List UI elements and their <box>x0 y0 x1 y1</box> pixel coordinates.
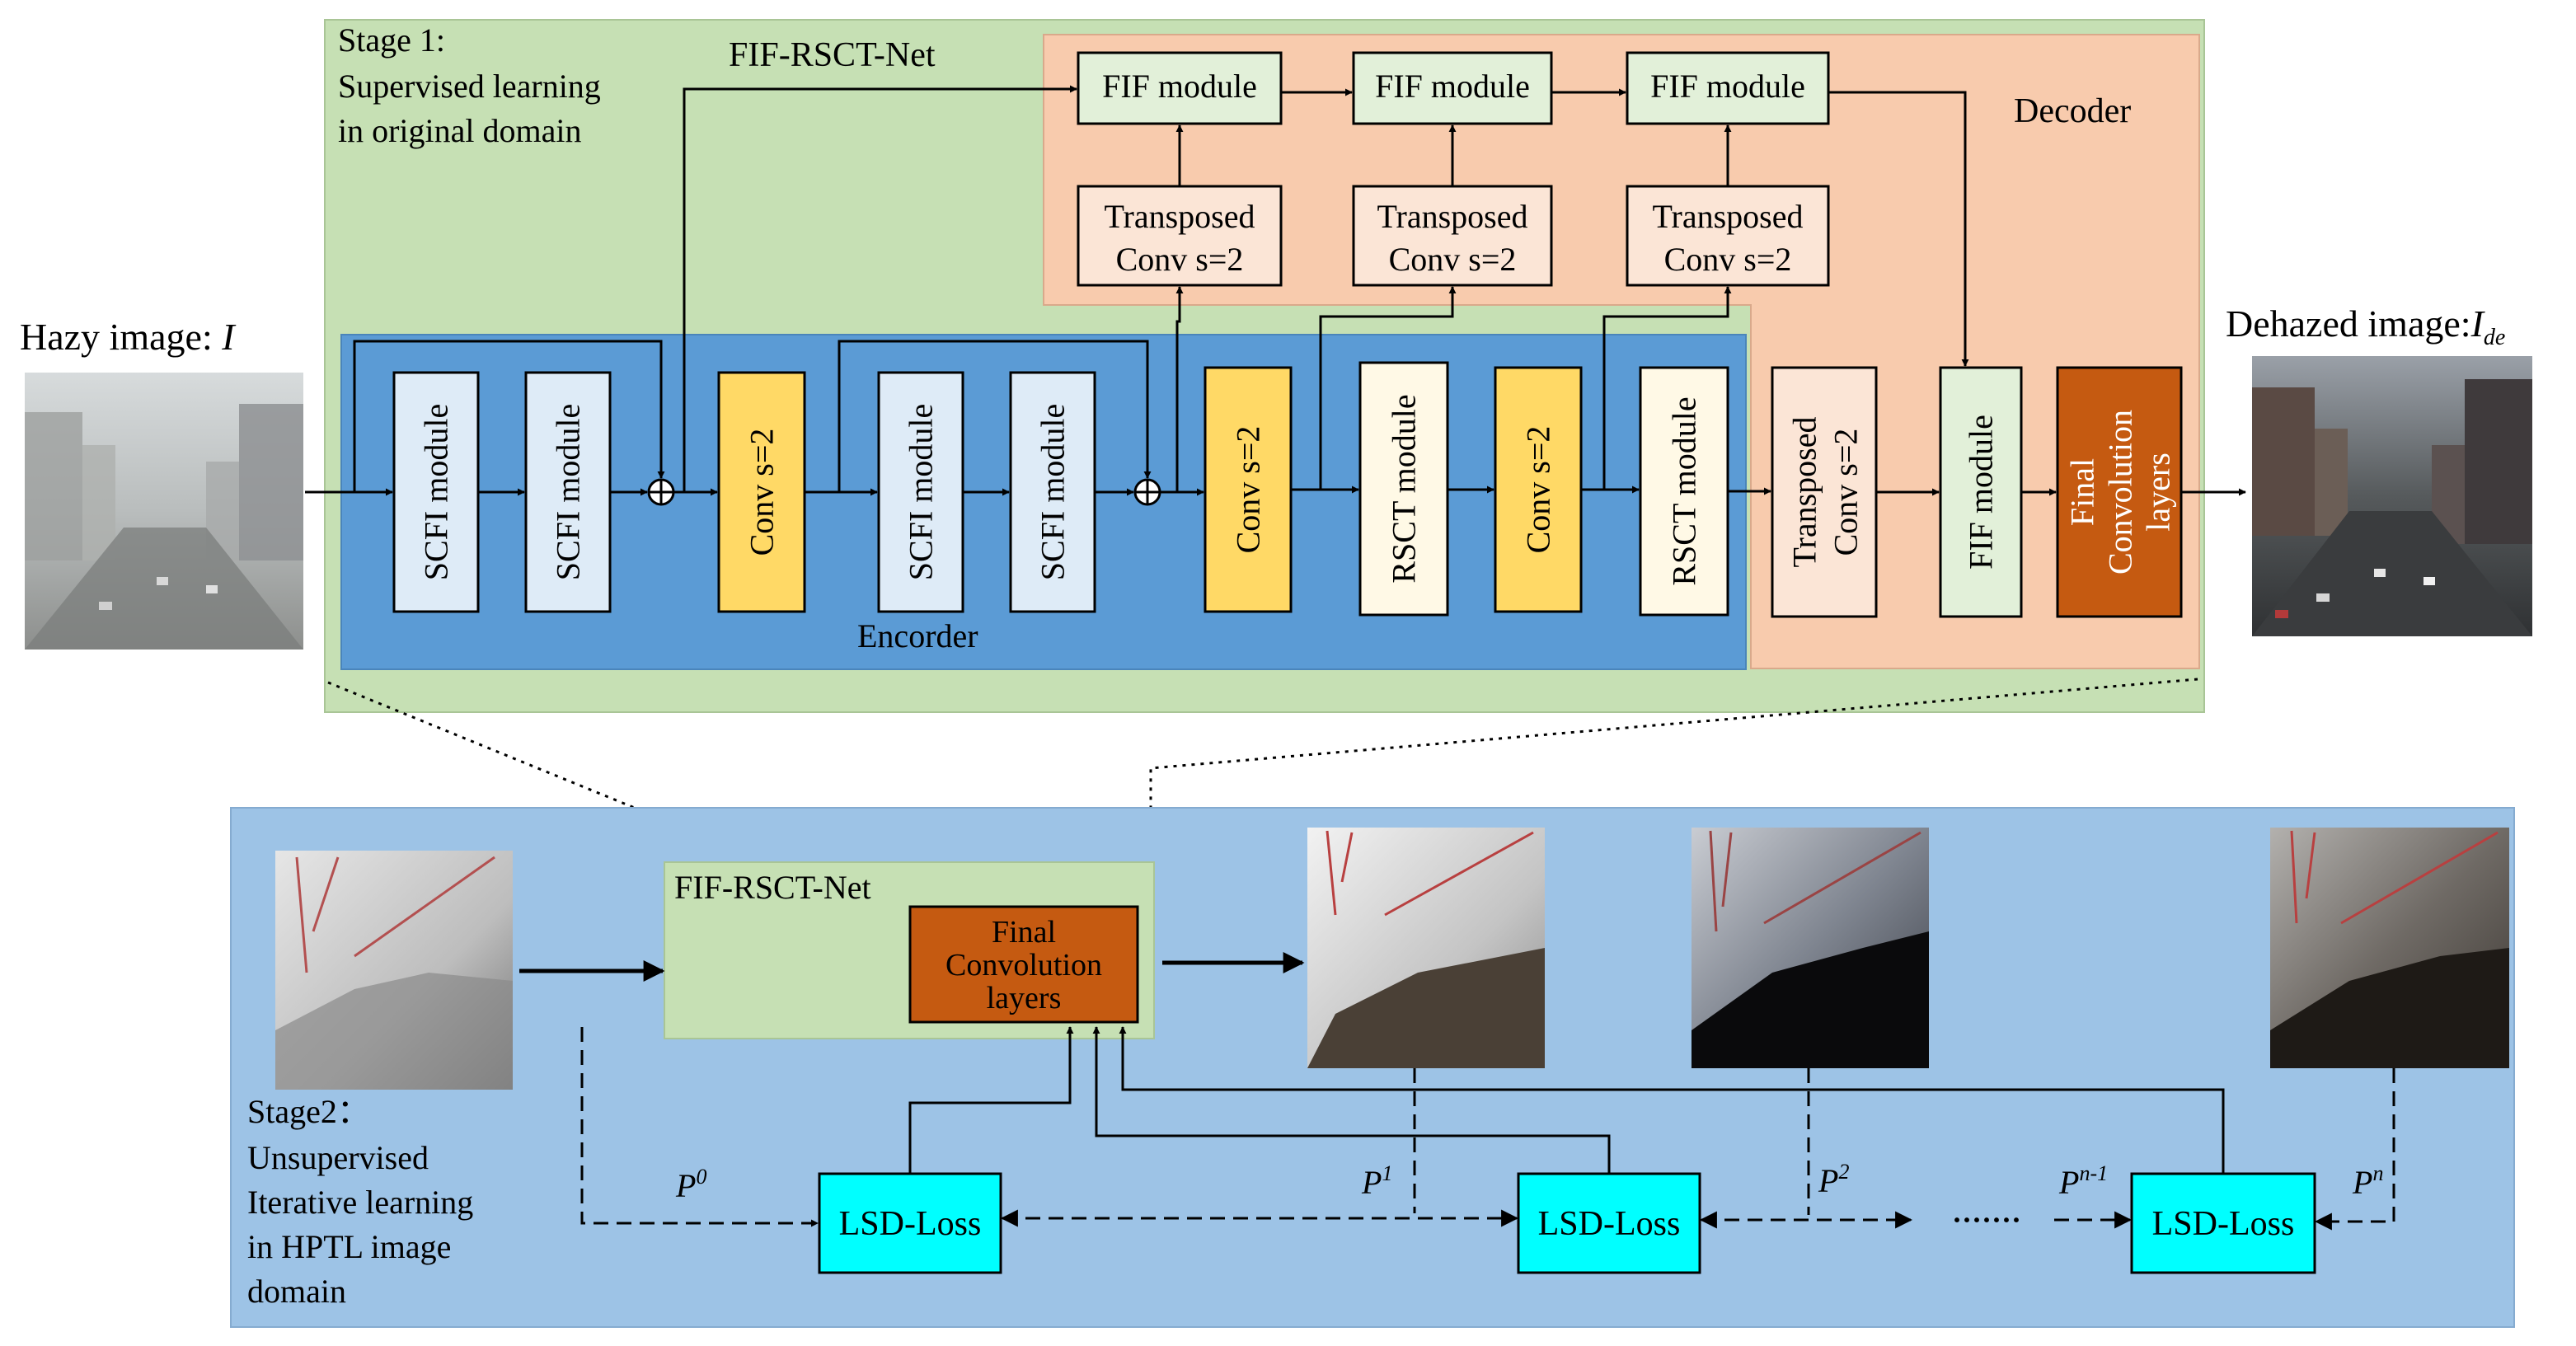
fif-module-1-label: FIF module <box>1102 68 1257 105</box>
transposed-conv-3-line2: Conv s=2 <box>1664 241 1792 278</box>
conv-block-1-label: Conv s=2 <box>744 429 781 556</box>
fif-module-2 <box>1352 51 1553 125</box>
ellipsis-dots: ······· <box>1952 1203 2021 1236</box>
transposed-conv-2-line2: Conv s=2 <box>1389 241 1517 278</box>
rsct-module-1-label: RSCT module <box>1386 394 1423 583</box>
conv-block-3 <box>1494 366 1583 613</box>
pn-1-label: Pn-1 <box>2058 1161 2108 1201</box>
stage2-final-line1: Final <box>992 915 1056 950</box>
transposed-conv-1-line1: Transposed <box>1105 198 1255 235</box>
feedback-lsd2 <box>1092 1026 1611 1174</box>
scfi-module-4-label: SCFI module <box>1035 404 1072 580</box>
fif-module-2-label: FIF module <box>1375 68 1530 105</box>
zoom-line-left <box>327 681 664 857</box>
decoder-connections <box>1175 88 1969 367</box>
encoder-label: Encorder <box>857 617 978 654</box>
stage1-title-line1: Stage 1: <box>338 21 445 59</box>
fif-module-3-label: FIF module <box>1650 68 1805 105</box>
skip-conv3-to-tconv3 <box>1602 286 1732 490</box>
transposed-conv-3 <box>1626 185 1830 287</box>
p0-label: P0 <box>675 1165 706 1204</box>
stage2-dashed-connections <box>580 1027 2395 1231</box>
decoder-background <box>1043 34 2200 669</box>
transposed-conv-final <box>1771 366 1878 618</box>
stage1-title-line2: Supervised learning <box>338 68 601 105</box>
scfi-module-2-label: SCFI module <box>550 404 587 580</box>
hazy-image-label: Hazy image: I <box>20 316 237 358</box>
scfi-module-2 <box>524 371 612 613</box>
conv-block-2-label: Conv s=2 <box>1230 426 1267 554</box>
fif-module-3 <box>1626 51 1830 125</box>
pn-label: Pn <box>2352 1161 2383 1201</box>
iteration-image-2 <box>1692 828 1929 1068</box>
stage2-title-line5: domain <box>247 1273 346 1310</box>
final-convolution-line2: Convolution <box>2102 410 2139 575</box>
skip-connection-2 <box>838 340 1152 492</box>
scfi-module-3-label: SCFI module <box>903 404 940 580</box>
rsct-module-2 <box>1639 366 1729 617</box>
skip-conv2-to-tconv2 <box>1319 286 1457 490</box>
feedback-lsdn <box>1119 1026 2225 1174</box>
transposed-conv-final-line2: Conv s=2 <box>1828 429 1865 556</box>
stage2-final-line3: layers <box>987 981 1062 1015</box>
arrow-fif3-fif4 <box>1828 91 1969 367</box>
scfi-module-1 <box>392 371 480 613</box>
dehazed-image-label: Dehazed image:Ide <box>2226 302 2505 350</box>
transposed-conv-1-line2: Conv s=2 <box>1116 241 1244 278</box>
skip-connection-1 <box>353 340 665 492</box>
conv-block-3-label: Conv s=2 <box>1520 426 1557 554</box>
final-convolution-line3: layers <box>2140 453 2177 532</box>
fif-module-4-label: FIF module <box>1963 415 2000 570</box>
stage2-title-line2: Unsupervised <box>247 1139 429 1176</box>
stage2-title-line4: in HPTL image <box>247 1228 451 1265</box>
stage2-network-name: FIF-RSCT-Net <box>674 869 871 906</box>
stage2-final-convolution <box>908 905 1139 1024</box>
stage1-title-line3: in original domain <box>338 112 582 149</box>
dehazed-output-image <box>2252 356 2532 636</box>
final-convolution-layers <box>2056 366 2183 618</box>
conv-block-2 <box>1204 366 1293 613</box>
scfi-module-1-label: SCFI module <box>418 404 455 580</box>
feedback-lsd1 <box>908 1026 1074 1174</box>
transposed-conv-3-line1: Transposed <box>1653 198 1804 235</box>
encoder-connections <box>305 85 2246 496</box>
sum-node-1 <box>647 478 675 506</box>
sum-node-2 <box>1133 478 1161 506</box>
rsct-module-2-label: RSCT module <box>1666 396 1703 585</box>
stage2-input-image <box>275 851 513 1090</box>
stage2-final-line2: Convolution <box>945 948 1102 983</box>
skip-sum2-to-tconv1 <box>1175 286 1184 492</box>
lsd-loss-n-label: LSD-Loss <box>2152 1205 2295 1243</box>
stage2-solid-connections <box>519 952 2225 1174</box>
transposed-conv-2-line1: Transposed <box>1377 198 1528 235</box>
hazy-input-image <box>25 373 303 650</box>
lsd-loss-2 <box>1517 1172 1701 1274</box>
transposed-conv-1 <box>1077 185 1283 287</box>
iteration-image-1 <box>1307 828 1545 1068</box>
iteration-image-n <box>2270 828 2509 1068</box>
dashed-p0 <box>580 1027 819 1227</box>
lsd-loss-1 <box>818 1172 1002 1274</box>
transposed-conv-final-line1: Transposed <box>1786 417 1823 568</box>
stage2-title-line1: Stage2： <box>247 1093 370 1130</box>
lsd-loss-1-label: LSD-Loss <box>839 1205 982 1243</box>
transposed-conv-2 <box>1352 185 1553 287</box>
rsct-module-1 <box>1358 361 1449 617</box>
dashed-pn <box>2314 1068 2395 1231</box>
fif-module-1 <box>1077 51 1283 125</box>
decoder-label: Decoder <box>2014 92 2131 130</box>
scfi-module-3 <box>877 371 964 613</box>
conv-block-1 <box>717 371 806 613</box>
final-convolution-line1: Final <box>2064 458 2101 526</box>
stage1-network-name: FIF-RSCT-Net <box>729 36 936 74</box>
p2-label: P2 <box>1818 1160 1849 1199</box>
p1-label: P1 <box>1361 1161 1392 1201</box>
skip-sum1-to-fif1 <box>683 85 1077 492</box>
stage2-title-line3: Iterative learning <box>247 1184 473 1221</box>
lsd-loss-2-label: LSD-Loss <box>1538 1205 1681 1243</box>
